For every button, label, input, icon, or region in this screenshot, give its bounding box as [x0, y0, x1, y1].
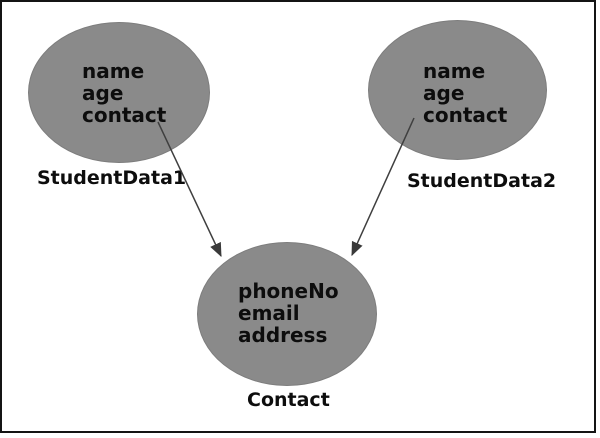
attribute-phoneno: phoneNo — [238, 279, 339, 303]
attribute-name: name — [82, 59, 145, 83]
node-studentdata2-attributes: name age contact — [423, 60, 507, 126]
attribute-email: email — [238, 301, 300, 325]
attribute-age: age — [82, 81, 124, 105]
node-contact-attributes: phoneNo email address — [238, 280, 339, 346]
attribute-contact: contact — [82, 103, 167, 127]
attribute-address: address — [238, 323, 328, 347]
attribute-contact: contact — [423, 103, 508, 127]
node-studentdata1-label: StudentData1 — [37, 167, 187, 189]
node-contact-label: Contact — [247, 389, 330, 411]
attribute-age: age — [423, 81, 465, 105]
node-contact — [197, 242, 377, 386]
attribute-name: name — [423, 59, 486, 83]
node-studentdata2-label: StudentData2 — [407, 170, 557, 192]
node-studentdata1-attributes: name age contact — [82, 60, 166, 126]
